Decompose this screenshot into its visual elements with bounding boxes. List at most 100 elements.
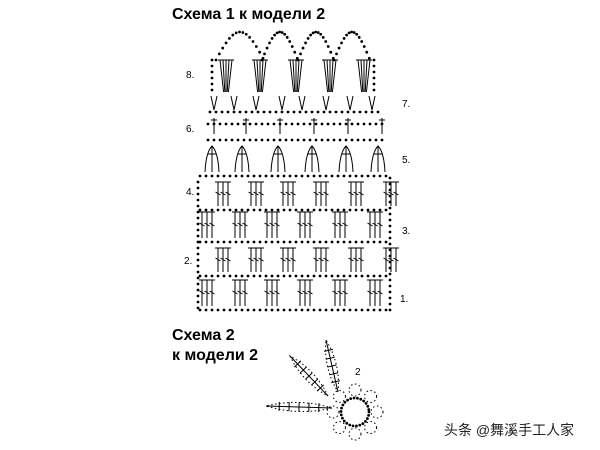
chain-stitch (284, 138, 288, 142)
chain-stitch (318, 274, 322, 278)
double-crochet-symbol (358, 181, 364, 206)
chain-stitch (196, 192, 200, 196)
chain-stitch (196, 210, 200, 214)
chain-stitch (222, 240, 226, 244)
chain-stitch (254, 45, 258, 48)
chain-stitch (278, 30, 282, 34)
chain-stitch (208, 110, 212, 114)
chain-stitch (252, 174, 256, 178)
chain-stitch (220, 110, 224, 114)
chain-stitch (258, 308, 262, 312)
chain-stitch (366, 208, 370, 212)
chain-stitch (228, 174, 232, 178)
chain-stitch (367, 56, 371, 60)
double-crochet-symbol (313, 247, 319, 272)
chain-stitch (366, 174, 370, 178)
chain-stitch (306, 37, 310, 40)
chain-stitch (378, 308, 382, 312)
leaf-motif (264, 401, 333, 413)
chain-stitch (318, 308, 322, 312)
chain-stitch (270, 308, 274, 312)
chain-stitch (316, 110, 320, 114)
chain-stitch (204, 174, 208, 178)
chain-stitch (304, 41, 307, 45)
double-crochet-symbol (383, 181, 389, 206)
chain-stitch (228, 37, 231, 40)
chain-stitch (272, 122, 276, 126)
double-crochet-symbol (248, 247, 254, 272)
chain-stitch (240, 240, 244, 244)
double-crochet-symbol (353, 181, 359, 206)
chain-stitch (198, 308, 202, 312)
chain-stitch (388, 224, 392, 228)
chain-stitch (344, 122, 348, 126)
post-stitch (379, 118, 385, 134)
row-label-3: 3. (402, 226, 411, 237)
double-crochet-symbol (253, 247, 259, 272)
chain-stitch (340, 406, 343, 410)
petal-stitch (326, 405, 340, 419)
chain-stitch (372, 58, 376, 62)
chain-stitch (338, 122, 342, 126)
chain-stitch (372, 82, 376, 86)
chain-stitch (330, 240, 334, 244)
chain-stitch (221, 46, 225, 50)
chain-stitch (362, 138, 366, 142)
chain-stitch (324, 308, 328, 312)
v-stitch (278, 95, 286, 111)
chain-stitch (326, 45, 330, 48)
chain-stitch (388, 188, 392, 192)
double-crochet-symbol (337, 211, 343, 238)
chain-stitch (356, 396, 359, 400)
chain-stitch (276, 208, 280, 212)
chain-stitch (196, 270, 200, 274)
chain-stitch (360, 208, 364, 212)
double-crochet-symbol (318, 181, 324, 206)
double-crochet-symbol (348, 247, 354, 272)
chain-stitch (350, 138, 354, 142)
chain-stitch (388, 182, 392, 186)
chain-stitch (320, 138, 324, 142)
petal-stitch (364, 389, 378, 403)
chain-stitch (362, 399, 366, 403)
double-crochet-symbol (307, 279, 313, 306)
chain-stitch (388, 260, 392, 264)
double-crochet-symbol (232, 211, 238, 238)
chain-stitch (372, 64, 376, 68)
row-label-4: 4. (186, 187, 195, 198)
chain-stitch (234, 274, 238, 278)
chain-stitch (342, 308, 346, 312)
chain-stitch (358, 110, 362, 114)
chain-stitch (319, 32, 323, 36)
chain-stitch (336, 274, 340, 278)
petal-stitch (332, 421, 346, 435)
chain-stitch (252, 240, 256, 244)
chain-stitch (365, 50, 369, 54)
chain-stitch (248, 138, 252, 142)
chain-stitch (288, 240, 292, 244)
chain-stitch (339, 410, 343, 413)
chain-stitch (290, 45, 294, 48)
chain-stitch (388, 296, 392, 300)
chain-stitch (306, 308, 310, 312)
chain-stitch (198, 208, 202, 212)
chain-stitch (196, 246, 200, 250)
double-crochet-symbol (353, 247, 359, 272)
chain-stitch (222, 308, 226, 312)
double-crochet-symbol (393, 181, 399, 206)
chain-stitch (388, 194, 392, 198)
chain-stitch (346, 110, 350, 114)
chain-stitch (306, 240, 310, 244)
chain-stitch (246, 274, 250, 278)
post-stitch (277, 118, 283, 134)
double-crochet-symbol (225, 247, 231, 272)
chain-stitch (196, 306, 200, 310)
chain-stitch (198, 240, 202, 244)
chain-stitch (360, 40, 364, 43)
chain-stitch (308, 122, 312, 126)
chain-stitch (324, 174, 328, 178)
chain-stitch (196, 288, 200, 292)
fan-stitch (322, 59, 338, 93)
chain-stitch (258, 174, 262, 178)
